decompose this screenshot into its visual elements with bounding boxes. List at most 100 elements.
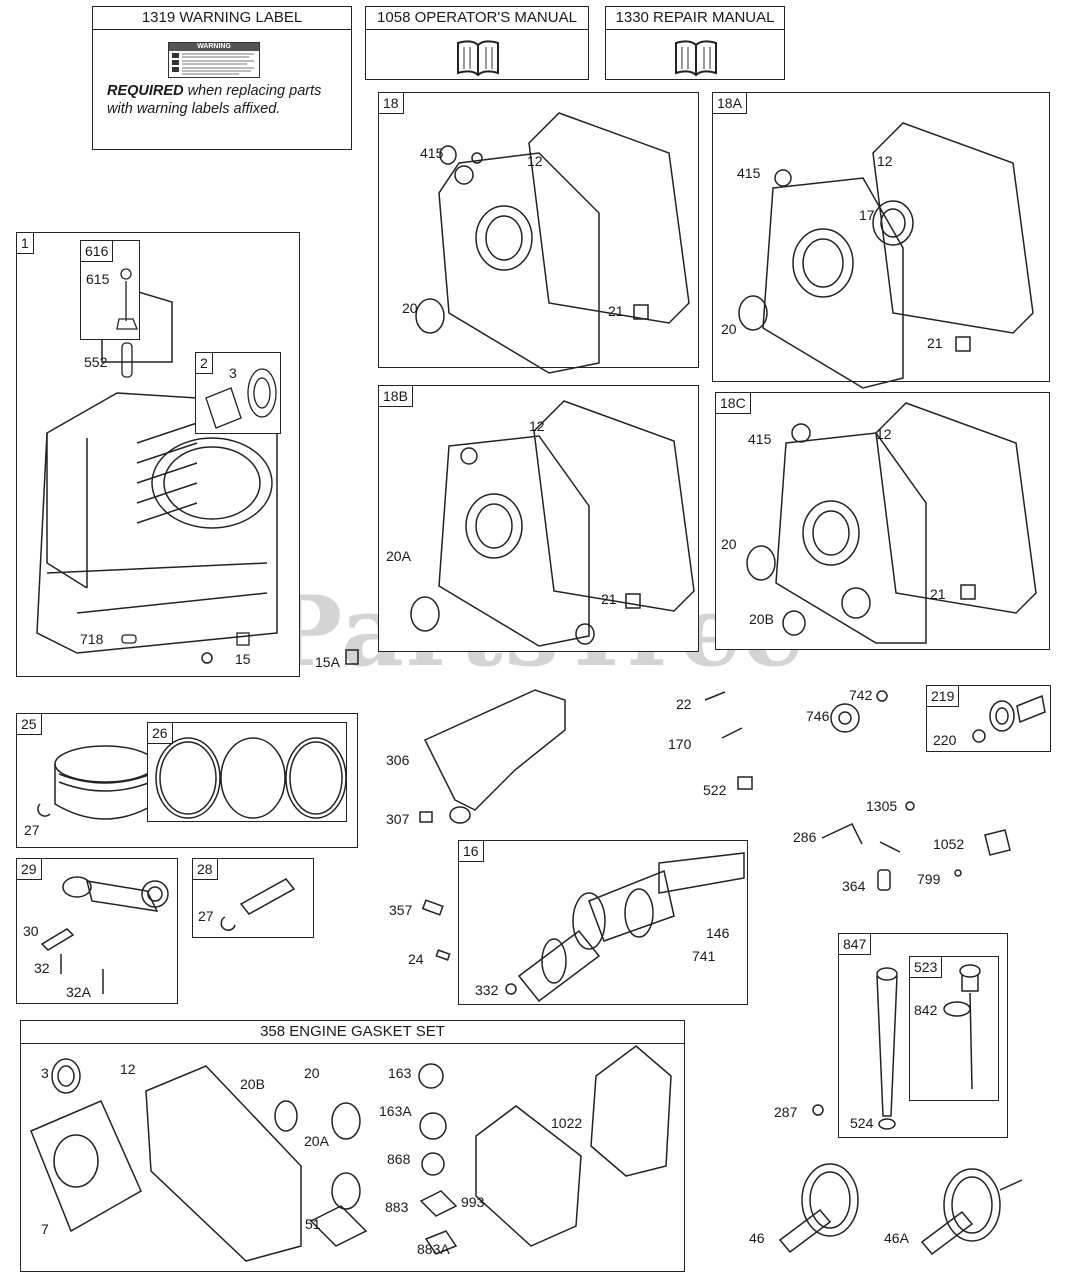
crankcase-cover-drawing: [746, 402, 1037, 644]
group-18a-tag: 18A: [712, 92, 747, 114]
label-799: 799: [917, 871, 941, 887]
group-847-tag: 847: [838, 933, 872, 955]
gasket-set-title: 358 ENGINE GASKET SET: [21, 1021, 684, 1044]
label-22: 22: [676, 696, 692, 712]
label-21: 21: [608, 303, 624, 319]
group-2-tag: 2: [195, 352, 213, 374]
warning-note-line1: when replacing parts: [183, 83, 322, 99]
crankcase-cover-drawing: [410, 400, 695, 647]
group-1-cylinder-block[interactable]: 1 718 15 552: [16, 232, 300, 677]
label-20: 20: [721, 321, 737, 337]
label-20b: 20B: [749, 611, 774, 627]
label-12: 12: [876, 426, 892, 442]
label-46a: 46A: [884, 1230, 909, 1246]
cylinder-block-drawing: [36, 289, 278, 664]
gasket-label-163: 163: [388, 1065, 412, 1081]
crankcase-cover-drawing: [415, 112, 690, 374]
warning-decal-lines: [172, 53, 254, 75]
group-1-tag: 1: [16, 232, 34, 254]
label-20a: 20A: [386, 548, 411, 564]
group-219[interactable]: 219 220: [926, 685, 1051, 752]
warning-decal-icon: WARNING: [168, 42, 260, 78]
label-32: 32: [34, 960, 50, 976]
label-15a: 15A: [315, 654, 340, 670]
group-18a[interactable]: 18A 415 12 17 20 21: [712, 92, 1050, 389]
gasket-label-20b: 20B: [240, 1076, 265, 1092]
label-552: 552: [84, 354, 108, 370]
operators-manual-box[interactable]: 1058 OPERATOR'S MANUAL: [365, 6, 589, 80]
label-522: 522: [703, 782, 727, 798]
label-364: 364: [842, 878, 866, 894]
group-16-crankshaft[interactable]: 16 146 741 332: [458, 840, 748, 1005]
repair-manual-title: 1330 REPAIR MANUAL: [606, 7, 784, 30]
group-29-tag: 29: [16, 858, 42, 880]
label-742: 742: [849, 687, 873, 703]
warning-label-box[interactable]: 1319 WARNING LABEL WARNING REQUIRED when…: [92, 6, 352, 150]
gasket-label-51: 51: [305, 1216, 321, 1232]
warning-decal-title: WARNING: [169, 43, 259, 51]
group-29-connecting-rod[interactable]: 29 30 32 32A: [16, 858, 178, 1004]
label-615: 615: [86, 271, 110, 287]
piston-rings-drawing: [155, 737, 347, 819]
label-15: 15: [235, 651, 251, 667]
label-146: 146: [706, 925, 730, 941]
label-415: 415: [737, 165, 761, 181]
gasket-label-868: 868: [387, 1151, 411, 1167]
group-18[interactable]: 18 415 12 20 21: [378, 92, 699, 374]
dipstick-drawing: [943, 964, 981, 1090]
gasket-label-7: 7: [41, 1221, 49, 1237]
gasket-set-drawing: [30, 1045, 672, 1262]
label-287: 287: [774, 1104, 798, 1120]
label-21: 21: [927, 335, 943, 351]
label-741: 741: [692, 948, 716, 964]
wrist-pin-drawing: [220, 878, 296, 931]
group-616[interactable]: 616 615: [80, 240, 140, 340]
gasket-label-3: 3: [41, 1065, 49, 1081]
group-523-dipstick[interactable]: 523 842: [909, 956, 999, 1101]
label-30: 30: [23, 923, 39, 939]
group-28-wrist-pin[interactable]: 28 27: [192, 858, 314, 938]
gasket-label-12: 12: [120, 1061, 136, 1077]
group-18b[interactable]: 18B 12 20A 21: [378, 385, 699, 652]
crankshaft-drawing: [505, 852, 745, 1003]
group-28-tag: 28: [192, 858, 218, 880]
label-1052: 1052: [933, 836, 965, 852]
gasket-label-883a: 883A: [417, 1241, 450, 1257]
sleeve-part: [205, 368, 277, 429]
label-21: 21: [930, 586, 946, 602]
gasket-label-883: 883: [385, 1199, 409, 1215]
label-307: 307: [386, 811, 410, 827]
book-icon: [675, 40, 717, 77]
operators-manual-title: 1058 OPERATOR'S MANUAL: [366, 7, 588, 30]
label-24: 24: [408, 951, 424, 967]
label-12: 12: [527, 153, 543, 169]
gasket-label-163a: 163A: [379, 1103, 412, 1119]
label-20: 20: [721, 536, 737, 552]
gasket-label-20a: 20A: [304, 1133, 329, 1149]
label-46: 46: [749, 1230, 765, 1246]
label-306: 306: [386, 752, 410, 768]
group-18-tag: 18: [378, 92, 404, 114]
repair-manual-box[interactable]: 1330 REPAIR MANUAL: [605, 6, 785, 80]
label-32a: 32A: [66, 984, 91, 1000]
group-18b-tag: 18B: [378, 385, 413, 407]
group-18c[interactable]: 18C 415 12 20 21 20B: [715, 392, 1050, 650]
label-21: 21: [601, 591, 617, 607]
valve-part: [116, 268, 138, 330]
crankcase-cover-drawing: [738, 122, 1034, 389]
group-26-rings[interactable]: 26: [147, 722, 347, 822]
label-415: 415: [748, 431, 772, 447]
warning-note-bold: REQUIRED: [107, 83, 184, 99]
gasket-label-20: 20: [304, 1065, 320, 1081]
group-26-tag: 26: [147, 722, 173, 744]
group-358-engine-gasket-set[interactable]: 358 ENGINE GASKET SET 3 12 20B 20 20A 7 …: [20, 1020, 685, 1272]
connecting-rod-drawing: [40, 876, 169, 994]
label-27: 27: [198, 908, 214, 924]
group-523-tag: 523: [909, 956, 943, 978]
label-415: 415: [420, 145, 444, 161]
warning-note: REQUIRED when replacing parts with warni…: [107, 82, 321, 118]
label-220: 220: [933, 732, 957, 748]
label-718: 718: [80, 631, 104, 647]
group-2[interactable]: 2 3: [195, 352, 281, 434]
label-27: 27: [24, 822, 40, 838]
